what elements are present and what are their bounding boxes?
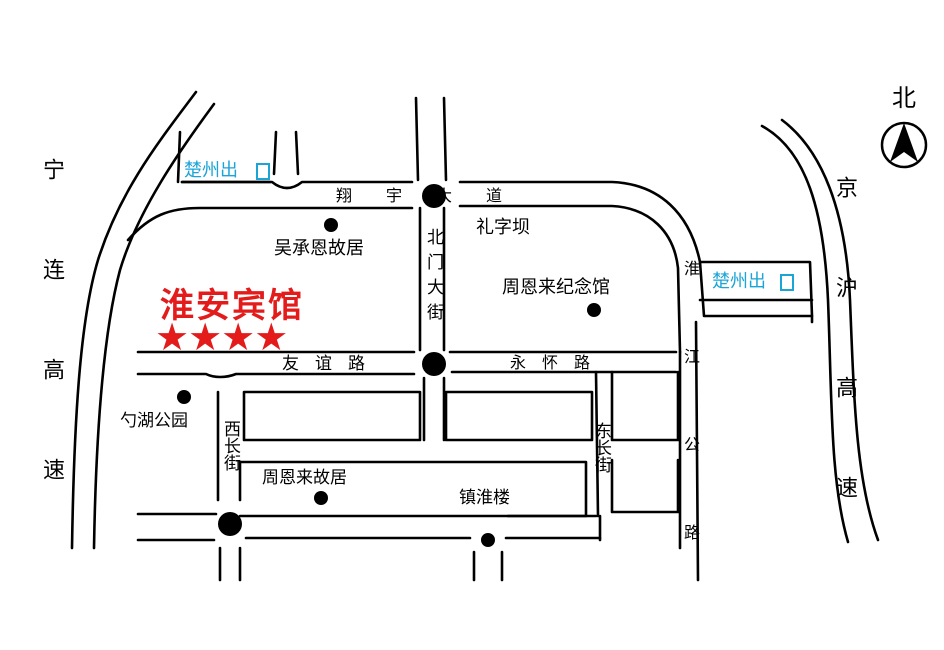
shaohu-park-dot xyxy=(177,390,191,404)
zhouenlai-memorial-label: 周恩来纪念馆 xyxy=(502,277,610,298)
xichang-street xyxy=(136,390,602,540)
roundabout-southwest-circle xyxy=(218,512,242,536)
yonghuai-road-label: 永怀路 xyxy=(510,353,607,372)
shaohu-park-label: 勺湖公园 xyxy=(120,411,188,431)
huaijiang-road-label: 淮江公路 xyxy=(681,260,700,612)
west-exit-ramp xyxy=(176,130,300,184)
zhouenlai-memorial-dot xyxy=(587,303,601,317)
map-markers xyxy=(177,184,601,547)
west-exit-box-icon xyxy=(256,163,270,180)
south-blocks xyxy=(242,370,680,514)
jinghu-highway-label: 京沪高速 xyxy=(832,176,857,576)
beimen-street-label: 北门大街 xyxy=(423,228,443,328)
youyi-yonghuai-road xyxy=(136,350,678,379)
jinghu-highway-inner xyxy=(780,118,880,542)
ninglian-highway-inner xyxy=(92,102,216,550)
east-exit-box-icon xyxy=(780,274,794,291)
wuchengen-residence-label: 吴承恩故居 xyxy=(274,238,364,259)
zhouenlai-residence-label: 周恩来故居 xyxy=(262,468,347,488)
road-network xyxy=(70,90,880,582)
jinghu-highway-outer xyxy=(760,124,850,544)
north-compass-icon xyxy=(880,121,928,169)
dongchang-street-label: 东长街 xyxy=(591,422,611,473)
wuchengen-residence-dot xyxy=(324,218,338,232)
xiangyu-avenue-label: 翔宇大道 xyxy=(336,186,537,205)
roundabout-center-circle xyxy=(422,352,446,376)
zhouenlai-residence-dot xyxy=(314,491,328,505)
lower-streets xyxy=(136,514,602,582)
hotel-rating-stars: ★★★★ xyxy=(155,315,288,359)
ninglian-highway-outer xyxy=(70,90,198,550)
dongchang-street xyxy=(594,320,700,582)
hotel-name: 淮安宾馆 xyxy=(160,286,304,326)
zhenhuai-tower-dot xyxy=(481,533,495,547)
ninglian-highway-label: 宁连高速 xyxy=(39,158,64,558)
xiangyu-avenue-inner xyxy=(126,204,682,354)
libaba-label: 礼字坝 xyxy=(476,217,530,238)
east-exit-ramp xyxy=(698,260,814,318)
xichang-street-label: 西长街 xyxy=(220,420,240,471)
north-label: 北 xyxy=(892,84,916,112)
east-exit-label: 楚州出 xyxy=(712,271,766,292)
youyi-road-label: 友谊路 xyxy=(282,354,381,374)
west-exit-label: 楚州出 xyxy=(184,160,238,181)
beimen-street xyxy=(414,96,448,442)
roundabout-north-circle xyxy=(422,184,446,208)
zhenhuai-tower-label: 镇淮楼 xyxy=(459,488,510,508)
